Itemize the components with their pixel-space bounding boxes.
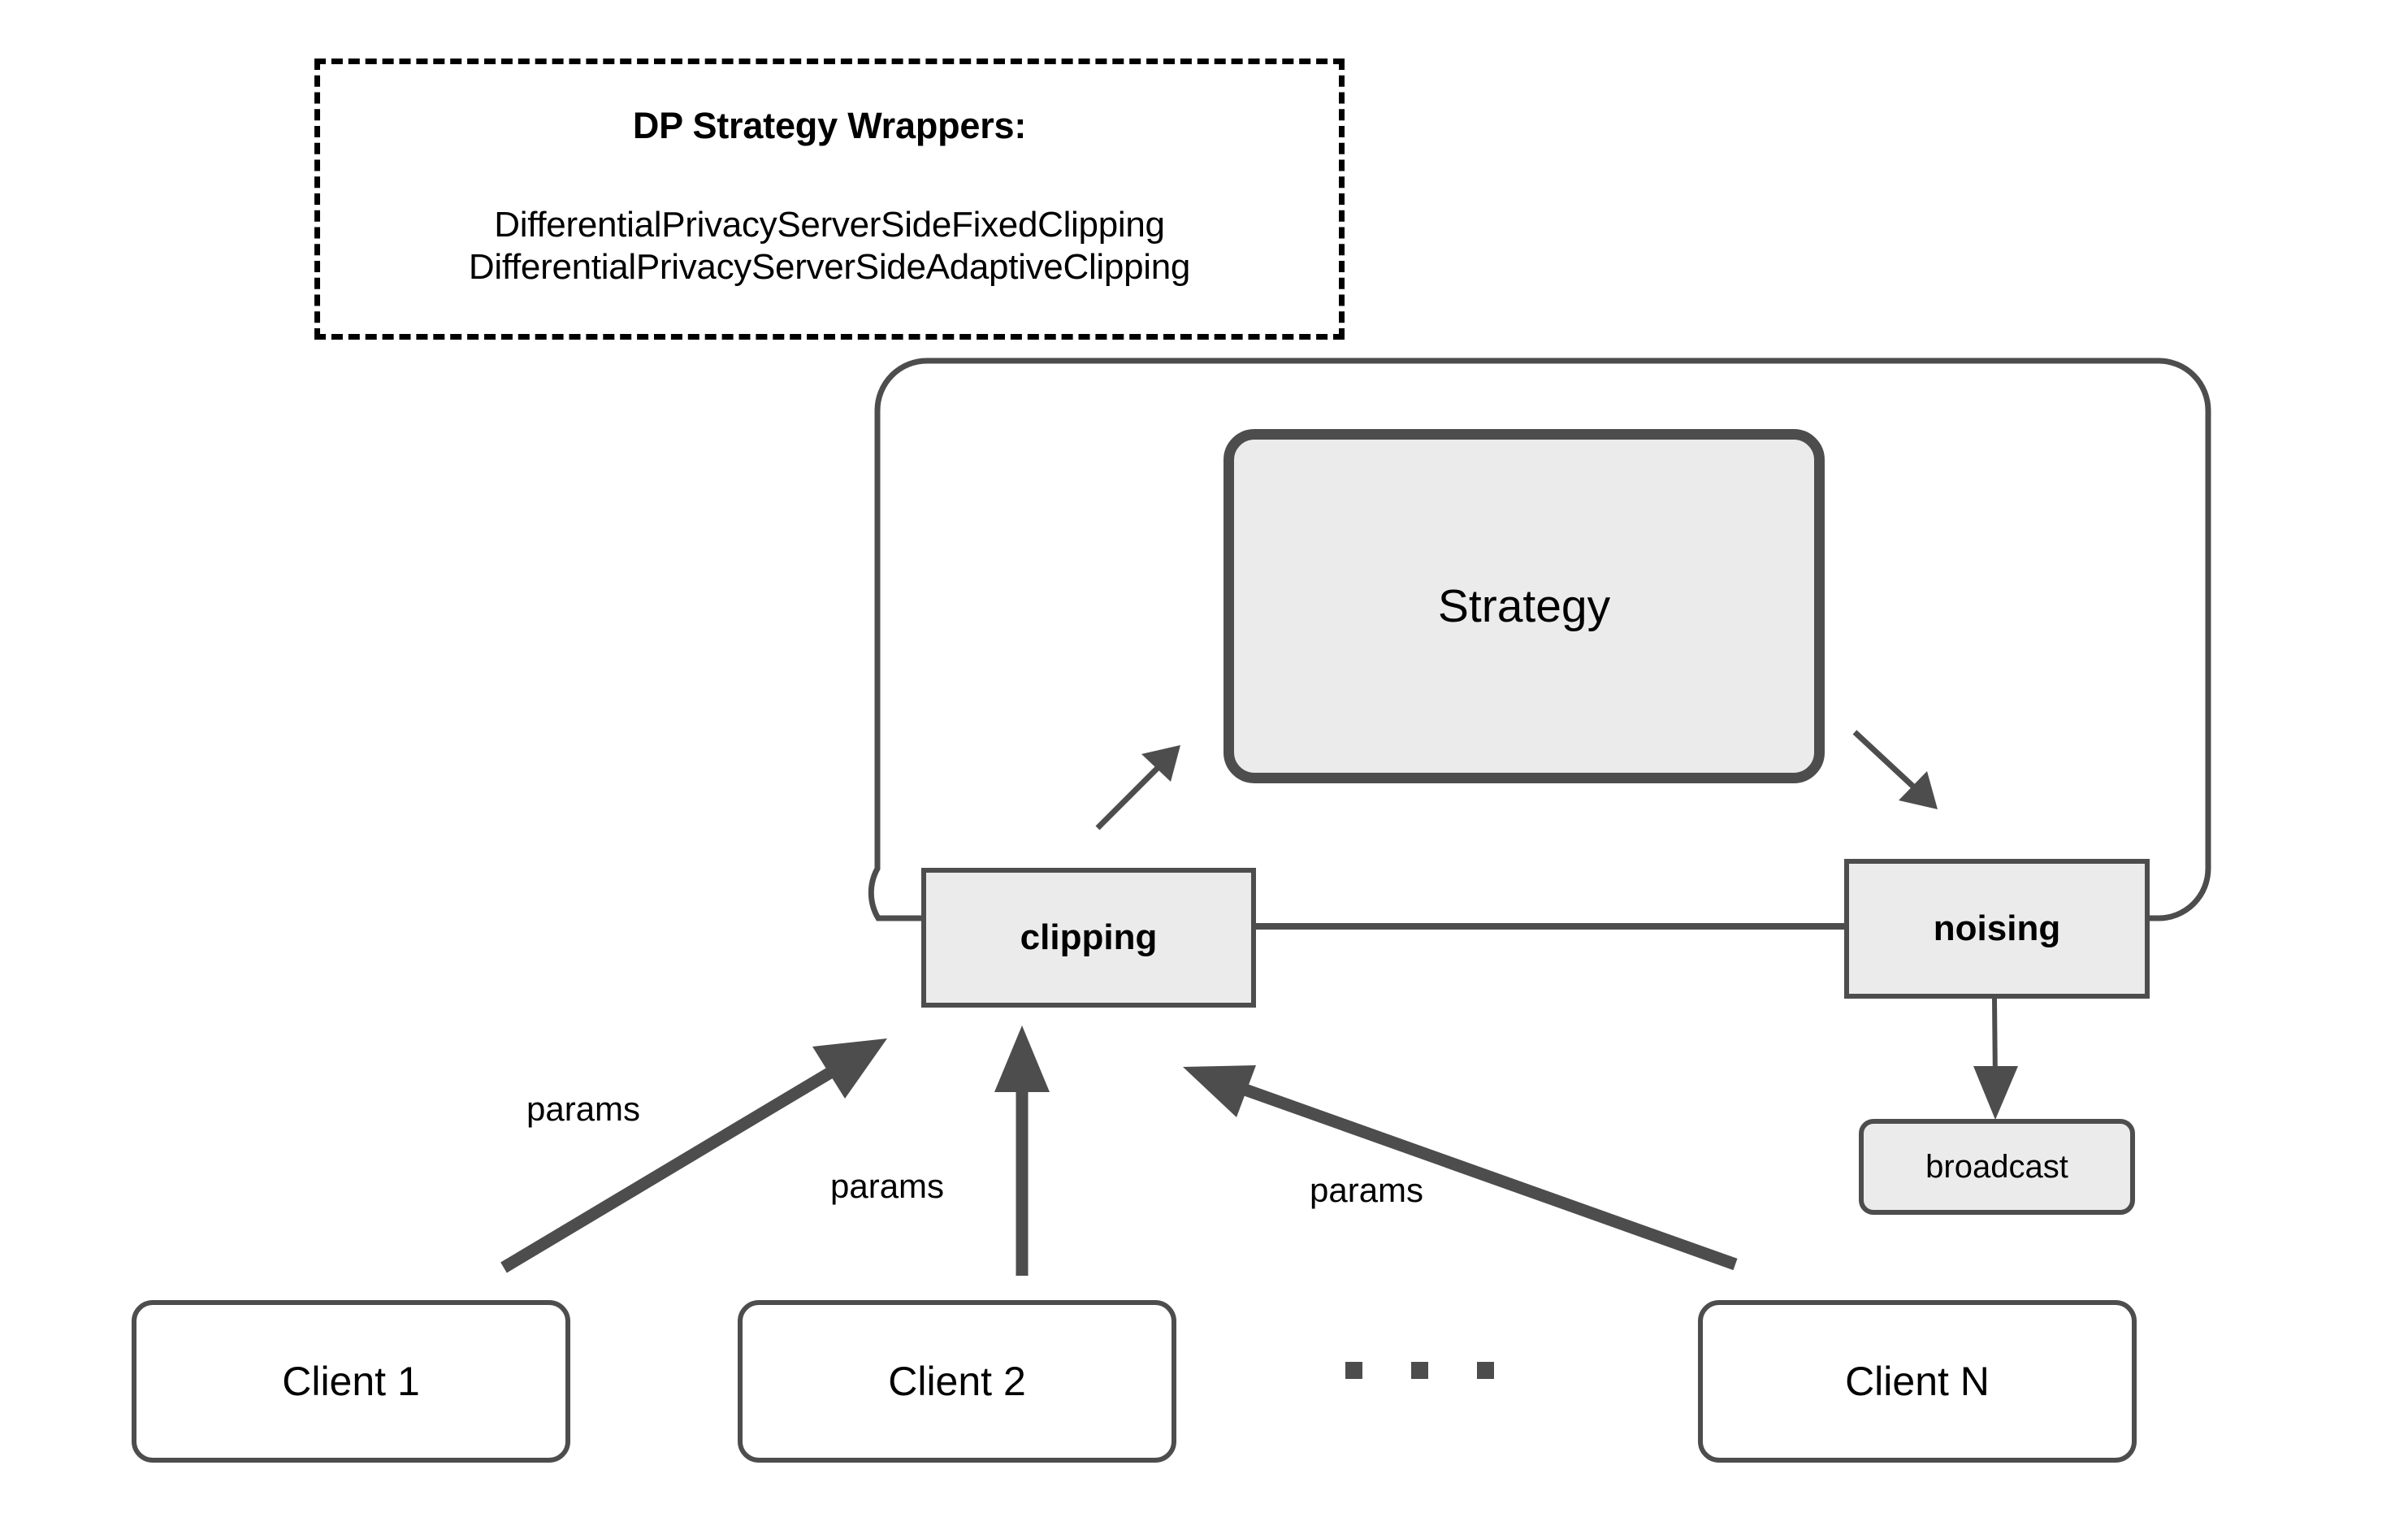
- note-line-fixed-clipping: DifferentialPrivacyServerSideFixedClippi…: [494, 205, 1165, 245]
- arrow-params-client2: [994, 1025, 1050, 1276]
- note-title: DP Strategy Wrappers:: [632, 105, 1027, 146]
- edge-label-params-client2: params: [830, 1167, 945, 1205]
- note-line-adaptive-clipping: DifferentialPrivacyServerSideAdaptiveCli…: [468, 246, 1191, 287]
- dp-strategy-wrappers-note: DP Strategy Wrappers: DifferentialPrivac…: [314, 59, 1345, 340]
- noising-node[interactable]: noising: [1844, 859, 2150, 999]
- client-node-2[interactable]: Client 2: [738, 1300, 1176, 1463]
- ellipsis-dot-icon: [1345, 1362, 1362, 1379]
- server-container-outline: [868, 358, 2211, 921]
- arrow-noising-to-broadcast: [1973, 998, 2018, 1120]
- broadcast-node[interactable]: broadcast: [1859, 1119, 2135, 1215]
- client-node-n[interactable]: Client N: [1698, 1300, 2137, 1463]
- arrow-clipping-to-strategy: [1095, 745, 1180, 830]
- client-node-1[interactable]: Client 1: [132, 1300, 570, 1463]
- edge-label-params-clientn: params: [1310, 1171, 1424, 1209]
- clipping-node[interactable]: clipping: [921, 868, 1256, 1008]
- arrow-params-client1: [500, 1038, 887, 1273]
- ellipsis-dot-icon: [1411, 1362, 1428, 1379]
- strategy-node[interactable]: Strategy: [1223, 429, 1825, 783]
- edge-label-params-client1: params: [526, 1090, 641, 1128]
- arrow-strategy-to-noising: [1852, 730, 1938, 809]
- ellipsis-dot-icon: [1477, 1362, 1494, 1379]
- arrow-params-clientn: [1183, 1065, 1738, 1271]
